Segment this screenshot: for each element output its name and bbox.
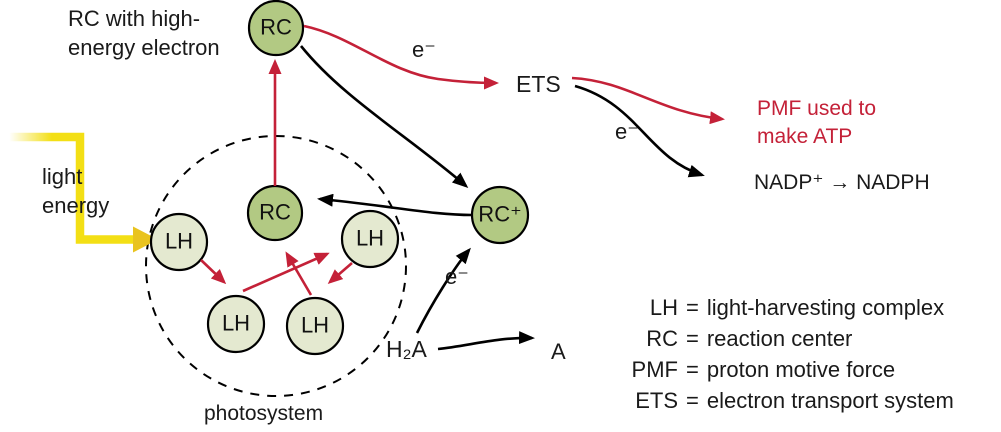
arrow-rcplus-to-rcinner (317, 193, 473, 217)
arrow-lhleft-to-lhbl (200, 259, 227, 285)
pmf-caption: PMF used to make ATP (757, 97, 877, 149)
light-beam-fade (0, 129, 52, 146)
legend-equals: = (686, 326, 699, 351)
red-arrow-group (200, 24, 725, 296)
rc-inner-label: RC (259, 199, 291, 225)
lh-left-label: LH (164, 228, 194, 254)
arrow-rctop-to-rcplus (299, 45, 469, 188)
black-arrow-group (299, 45, 705, 351)
legend-abbr: RC (646, 326, 678, 351)
rc-plus-label: RC⁺ (478, 201, 522, 227)
rc-high-energy-caption: RC with high- energy electron (68, 6, 220, 61)
legend-row-lh: LH = light-harvesting complex (612, 297, 954, 319)
legend-row-pmf: PMF = proton motive force (612, 359, 954, 381)
arrow-ets-to-pmf (571, 76, 725, 125)
arrow-h2a-to-rcplus (415, 247, 471, 334)
lh-right-label: LH (355, 225, 385, 251)
rc-top-node (247, 0, 305, 57)
legend-equals: = (686, 388, 699, 413)
arrow-lhbr-to-rc (285, 251, 313, 296)
legend-abbr: PMF (631, 357, 678, 382)
electron-label-h2a: e⁻ (445, 264, 469, 289)
rc-top-label: RC (260, 14, 292, 40)
arrow-h2a-to-a (437, 331, 535, 351)
arrow-ets-to-nadp (574, 84, 705, 178)
legend-row-rc: RC = reaction center (612, 328, 954, 350)
legend-equals: = (686, 295, 699, 320)
legend-abbr: LH (649, 295, 678, 320)
legend-row-ets: ETS = electron transport system (612, 390, 954, 412)
lh-bottom-left-node (206, 294, 266, 354)
legend-definition: electron transport system (706, 388, 954, 413)
legend-definition: reaction center (706, 326, 853, 351)
arrow-lhright-to-lhbr (327, 262, 353, 284)
legend-equals: = (686, 357, 699, 382)
a-label: A (551, 339, 566, 364)
electron-label-top: e⁻ (412, 37, 436, 62)
light-energy-arrowhead (133, 226, 158, 253)
legend-abbr: ETS (635, 388, 678, 413)
lh-right-node (340, 209, 400, 269)
lh-left-node (149, 212, 209, 272)
arrow-lhbl-to-lhright (242, 252, 330, 293)
legend-definition: proton motive force (706, 357, 896, 382)
lh-bottom-right-label: LH (300, 312, 330, 338)
lh-bottom-right-node (285, 296, 345, 356)
electron-label-ets: e⁻ (615, 119, 639, 144)
h2a-label: H₂A (386, 336, 427, 362)
nadp-caption: NADP⁺ → NADPH (754, 171, 930, 194)
legend-definition: light-harvesting complex (706, 295, 945, 320)
lh-bottom-left-label: LH (221, 310, 251, 336)
photosystem-caption: photosystem (204, 402, 324, 425)
light-energy-caption: light energy (42, 164, 110, 219)
arrow-rctop-to-ets (303, 24, 499, 90)
legend: LH = light-harvesting complex RC = react… (612, 297, 954, 421)
ets-label: ETS (516, 71, 561, 97)
